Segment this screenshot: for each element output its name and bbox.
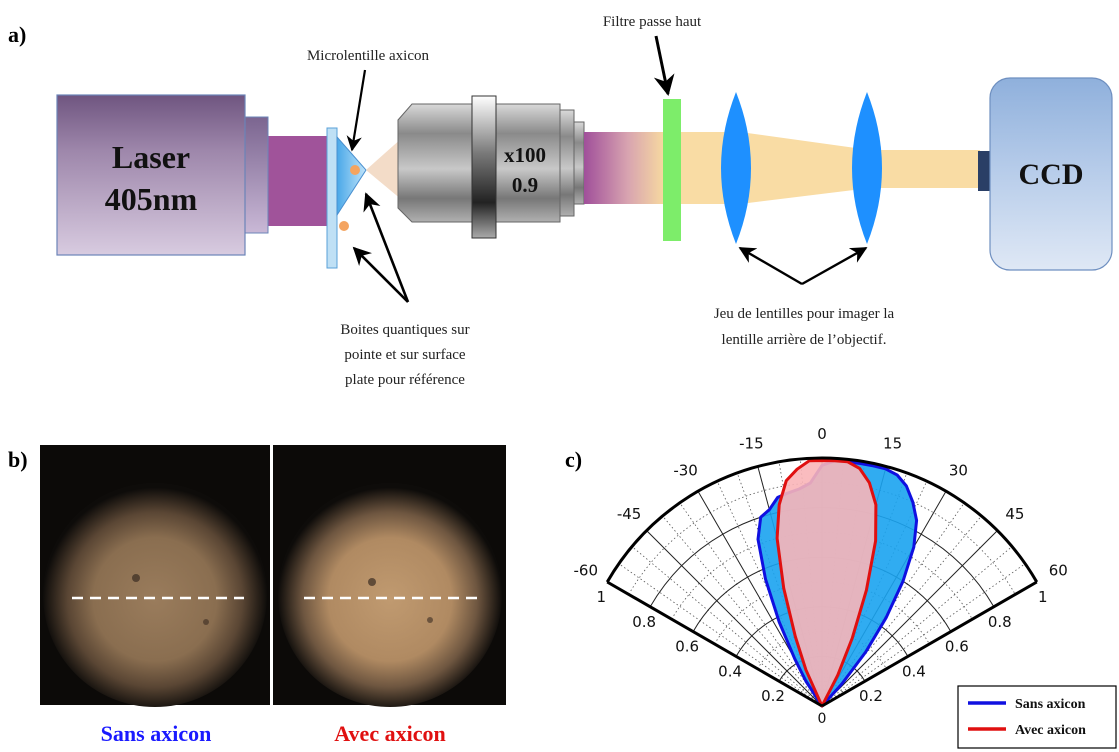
image-avec-axicon-spot <box>278 483 502 707</box>
panel-c-label: c) <box>565 447 582 472</box>
image-sans-axicon <box>40 445 270 707</box>
polar-minor-spoke <box>618 563 823 707</box>
polar-radius-label-right: 0.4 <box>902 662 926 680</box>
image-sans-axicon-spot <box>43 483 267 707</box>
polar-angle-label: -60 <box>573 562 598 580</box>
lens-caption-line1: Jeu de lentilles pour imager la <box>714 306 895 322</box>
qd-caption-line3: plate pour référence <box>345 372 465 388</box>
polar-minor-arc <box>628 482 1016 595</box>
filter-arrow <box>653 35 675 97</box>
polar-angle-label: 0 <box>817 425 827 443</box>
polar-labels: -60 -45 -30 -15 0 15 30 45 60 0.2 0.2 0.4 0.4 0.6 0.6 0… <box>573 425 1067 727</box>
legend-box <box>957 685 1117 749</box>
laser-label-line2: 405nm <box>105 181 198 217</box>
polar-angle-label: 60 <box>1049 562 1068 580</box>
lens-caption-line2: lentille arrière de l’objectif. <box>722 332 887 348</box>
objective-thread <box>573 121 585 205</box>
polar-left-edge <box>606 580 823 708</box>
laser-box <box>56 94 246 256</box>
emission-cone <box>366 138 402 200</box>
series-avec-axicon-fill <box>777 460 876 706</box>
polar-radius-label-left: 0.8 <box>632 613 656 631</box>
legend: Sans axicon Avec axicon <box>957 685 1117 749</box>
laser-label-line1: Laser <box>112 139 190 175</box>
image-avec-axicon-dust <box>427 617 433 623</box>
qd-caption-line2: pointe et sur surface <box>344 347 466 363</box>
caption-avec-axicon: Avec axicon <box>334 721 445 746</box>
imaging-lens-1 <box>721 92 751 244</box>
polar-radius-label-left: 0.4 <box>718 662 742 680</box>
polar-outer-arc <box>605 456 1039 583</box>
polar-series <box>756 459 919 708</box>
polar-major-spoke <box>821 530 998 707</box>
polar-minor-spoke <box>662 515 823 707</box>
ccd-connector <box>978 151 992 191</box>
ccd-label: CCD <box>1019 158 1084 191</box>
filter-label: Filtre passe haut <box>603 14 702 30</box>
qd-arrow-tip <box>363 192 410 303</box>
objective-mag-label: x100 <box>504 143 546 167</box>
polar-minor-spoke <box>631 546 823 707</box>
panel-b: b) Sans axicon Avec axicon <box>8 445 506 746</box>
glass-substrate <box>326 127 338 269</box>
polar-radius-label-right: 0.2 <box>859 687 883 705</box>
panel-b-label: b) <box>8 447 28 472</box>
imaging-beam <box>680 132 980 204</box>
polar-radius-label-left: 0.2 <box>761 687 785 705</box>
image-sans-axicon-dust <box>203 619 209 625</box>
microlens-label: Microlentille axicon <box>307 48 430 64</box>
polar-minor-arc <box>757 631 887 670</box>
objective-mount <box>559 109 575 217</box>
polar-major-spoke <box>646 530 823 707</box>
polar-angle-label: 45 <box>1005 505 1024 523</box>
polar-radius-label-left: 0.6 <box>675 638 699 656</box>
image-avec-axicon <box>273 445 506 707</box>
high-pass-filter <box>663 99 681 241</box>
panel-c: c) -60 -45 -30 -15 0 15 30 45 60 0.2 0.2 0.4 0.4 0.6 0… <box>565 425 1117 749</box>
image-sans-axicon-dust <box>132 574 140 582</box>
imaging-lens-2 <box>852 92 882 244</box>
series-avec-axicon-line <box>775 459 878 708</box>
polar-minor-spoke <box>679 502 823 707</box>
polar-minor-arc <box>714 581 930 645</box>
image-avec-axicon-dust <box>368 578 376 586</box>
microlens-arrow <box>346 69 367 152</box>
caption-sans-axicon: Sans axicon <box>101 721 212 746</box>
polar-angle-label: -45 <box>617 505 642 523</box>
polar-angle-label: -30 <box>673 462 698 480</box>
qd-caption-line1: Boites quantiques sur <box>340 322 469 338</box>
qd-arrow-flat <box>352 246 409 303</box>
polar-angle-label: -15 <box>739 434 764 452</box>
polar-angle-label: 15 <box>883 434 902 452</box>
polar-right-edge <box>821 580 1038 708</box>
quantum-dot-tip <box>350 165 360 175</box>
axicon-microlens <box>336 135 367 217</box>
objective-ring <box>471 95 497 239</box>
polar-center-label: 0 <box>818 711 827 727</box>
polar-radius-label-right: 0.6 <box>945 638 969 656</box>
polar-radius-label-right: 0.8 <box>988 613 1012 631</box>
legend-label-sans: Sans axicon <box>1015 697 1086 712</box>
polar-angle-label: 30 <box>949 462 968 480</box>
collected-beam <box>584 132 664 204</box>
objective-na-label: 0.9 <box>512 173 538 197</box>
lens2-arrow <box>801 246 868 286</box>
ccd-camera <box>989 77 1113 271</box>
polar-radius-label-left: 1 <box>596 588 606 606</box>
polar-radius-label-right: 1 <box>1038 588 1048 606</box>
violet-beam <box>262 136 328 226</box>
lens1-arrow <box>738 246 803 286</box>
legend-label-avec: Avec axicon <box>1015 723 1086 738</box>
panel-a: a) Laser 405nm x100 0.9 Filtre passe hau… <box>8 14 1113 388</box>
panel-a-label: a) <box>8 22 26 47</box>
polar-frame <box>605 456 1039 708</box>
polar-minor-spoke <box>821 546 1013 707</box>
quantum-dot-flat <box>339 221 349 231</box>
